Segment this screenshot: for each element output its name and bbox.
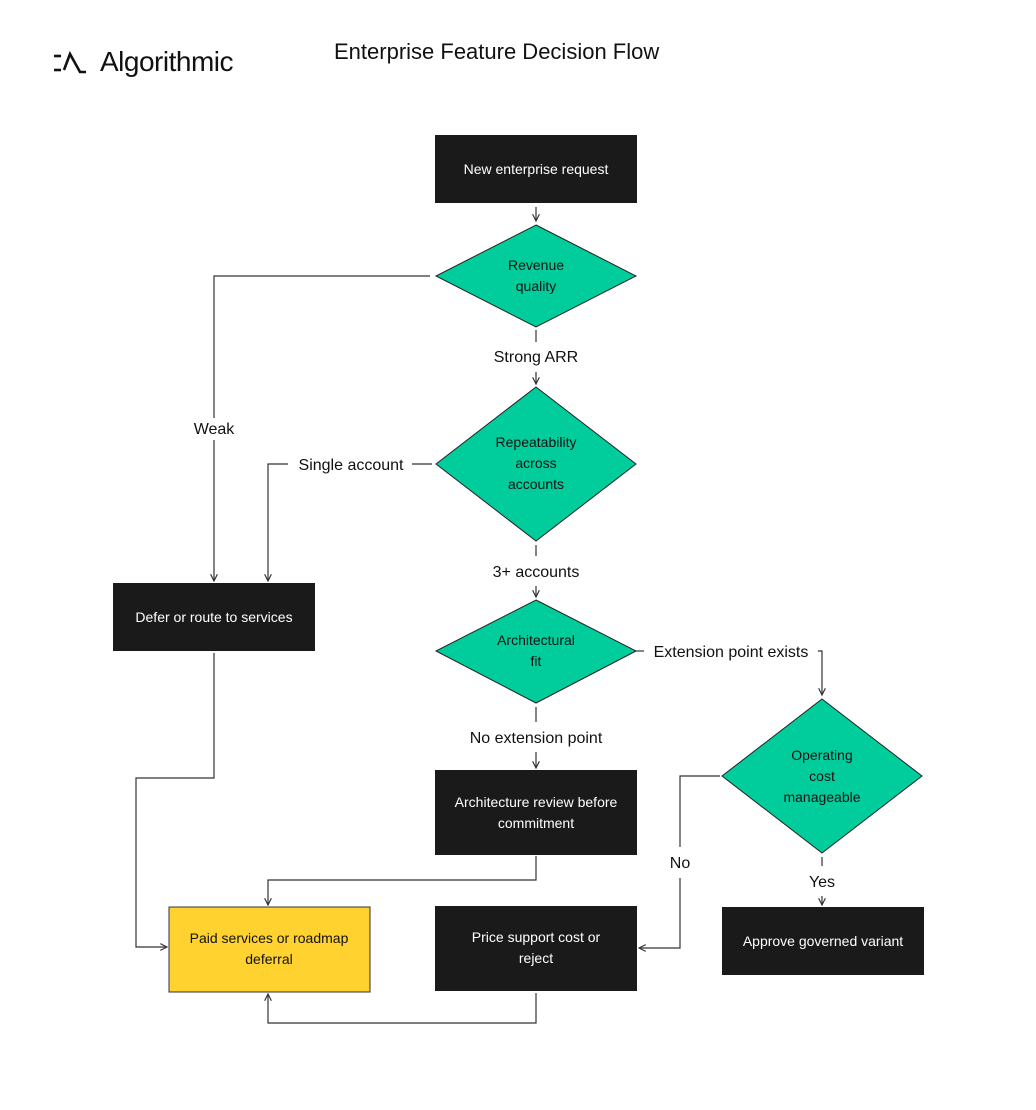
edge-label-weak: Weak xyxy=(194,421,236,438)
edge-label-strong-arr: Strong ARR xyxy=(494,349,578,366)
node-label: manageable xyxy=(783,789,860,805)
node-label: quality xyxy=(516,278,556,294)
edge-label-three-plus-accounts: 3+ accounts xyxy=(493,564,580,581)
node-defer-or-route-to-services: Defer or route to services xyxy=(113,583,315,651)
node-approve-governed-variant: Approve governed variant xyxy=(722,907,924,975)
decision-diamond xyxy=(721,698,923,854)
process-box xyxy=(113,583,315,651)
edge-revenue-weak-to-defer xyxy=(213,275,430,418)
node-label: Operating xyxy=(791,747,852,763)
page-title: Enterprise Feature Decision Flow xyxy=(334,39,660,64)
node-architecture-review: Architecture review before commitment xyxy=(435,770,637,855)
edge-label-no-extension-point: No extension point xyxy=(470,730,603,747)
edge-label-yes: Yes xyxy=(809,874,835,891)
edge-single-to-defer xyxy=(268,463,288,581)
node-paid-services-or-roadmap-deferral: Paid services or roadmap deferral xyxy=(168,906,371,993)
edge-no-to-price xyxy=(639,878,681,948)
node-label: New enterprise request xyxy=(464,161,609,177)
edge-extension-to-cost xyxy=(818,650,822,695)
decision-diamond xyxy=(434,599,638,704)
edge-label-no: No xyxy=(670,855,691,872)
node-label: Architectural xyxy=(497,632,575,648)
node-label: across xyxy=(515,455,556,471)
decision-operating-cost: Operating cost manageable xyxy=(721,698,923,854)
decision-diamond xyxy=(434,224,638,328)
node-label: Revenue xyxy=(508,257,564,273)
decision-revenue-quality: Revenue quality xyxy=(434,224,638,328)
edge-price-to-paid xyxy=(268,993,537,1024)
process-box xyxy=(435,906,637,991)
decision-architectural-fit: Architectural fit xyxy=(434,599,638,704)
node-label: deferral xyxy=(245,951,292,967)
edge-labels: Weak Strong ARR Single account 3+ accoun… xyxy=(194,349,835,891)
edge-cost-no-up xyxy=(679,775,720,847)
highlight-box xyxy=(168,906,371,993)
edge-defer-to-paid xyxy=(135,653,215,947)
node-label: commitment xyxy=(498,815,574,831)
node-label: Price support cost or xyxy=(472,929,601,945)
brand-name: Algorithmic xyxy=(100,46,233,77)
node-label: fit xyxy=(531,653,542,669)
node-label: Paid services or roadmap xyxy=(190,930,349,946)
node-label: Repeatability xyxy=(496,434,577,450)
node-new-enterprise-request: New enterprise request xyxy=(435,135,637,203)
brand-logo: Algorithmic xyxy=(100,44,233,80)
decision-repeatability: Repeatability across accounts xyxy=(435,386,637,542)
process-box xyxy=(435,135,637,203)
connectors xyxy=(135,207,822,1024)
node-label: Architecture review before xyxy=(455,794,618,810)
edge-label-single-account: Single account xyxy=(299,457,405,474)
edge-review-to-paid xyxy=(268,856,537,905)
node-label: Approve governed variant xyxy=(743,933,903,949)
node-label: accounts xyxy=(508,476,564,492)
algorithmic-logo-icon xyxy=(54,50,86,74)
process-box xyxy=(722,907,924,975)
node-label: Defer or route to services xyxy=(135,609,292,625)
edge-label-extension-point-exists: Extension point exists xyxy=(654,644,809,661)
decision-diamond xyxy=(435,386,637,542)
process-box xyxy=(435,770,637,855)
node-label: reject xyxy=(519,950,553,966)
node-label: cost xyxy=(809,768,835,784)
node-price-support-cost-or-reject: Price support cost or reject xyxy=(435,906,637,991)
